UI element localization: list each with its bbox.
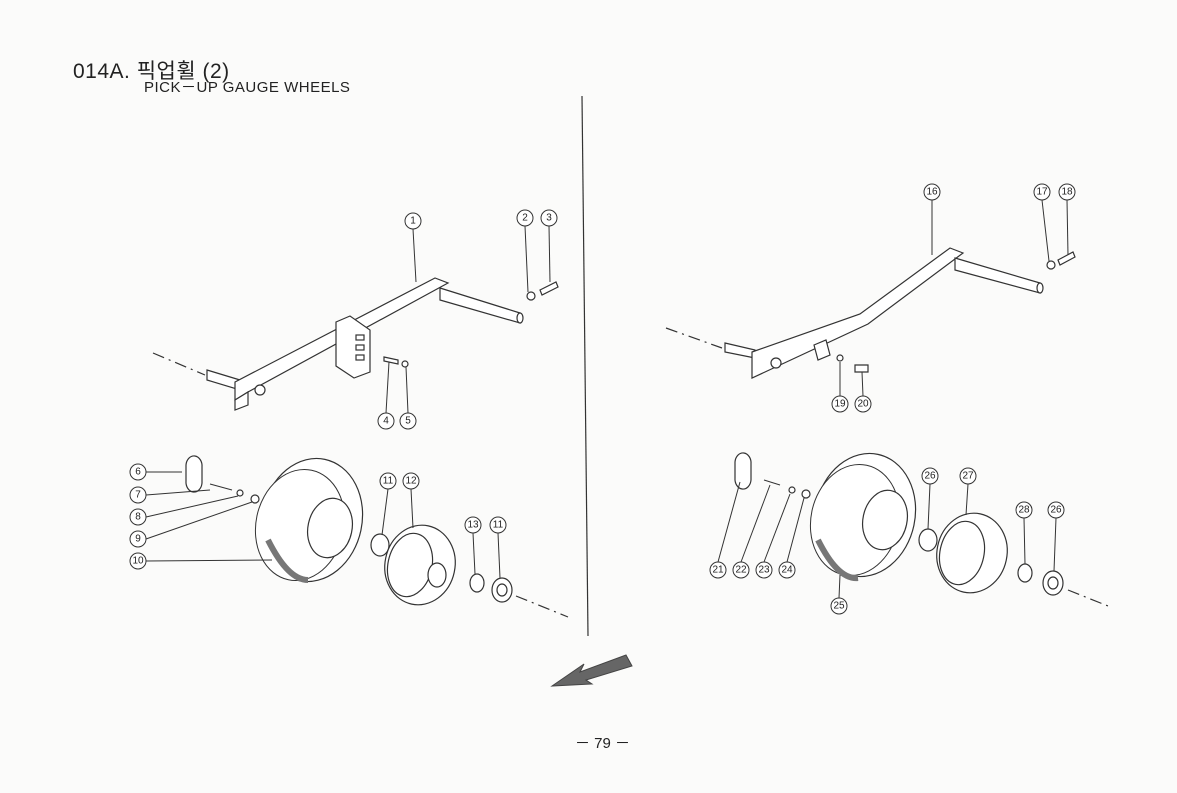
callout: 18 bbox=[1058, 183, 1076, 201]
wheel-left bbox=[185, 455, 569, 618]
callout: 27 bbox=[959, 467, 977, 485]
svg-text:11: 11 bbox=[493, 520, 504, 531]
svg-text:5: 5 bbox=[405, 416, 411, 427]
svg-text:1: 1 bbox=[410, 216, 416, 227]
svg-text:26: 26 bbox=[1050, 505, 1062, 516]
axle-right bbox=[665, 247, 1076, 379]
callout: 12 bbox=[402, 472, 420, 490]
svg-text:24: 24 bbox=[781, 565, 793, 576]
svg-text:11: 11 bbox=[383, 476, 394, 487]
leader-lines bbox=[145, 199, 1069, 599]
callout: 5 bbox=[399, 412, 417, 430]
callout: 9 bbox=[129, 530, 147, 548]
svg-text:28: 28 bbox=[1018, 505, 1030, 516]
callout: 17 bbox=[1033, 183, 1051, 201]
svg-text:18: 18 bbox=[1061, 187, 1073, 198]
callout: 1 bbox=[404, 212, 422, 230]
callout: 22 bbox=[732, 561, 750, 579]
divider-line bbox=[581, 95, 589, 637]
svg-text:10: 10 bbox=[132, 556, 144, 567]
svg-text:2: 2 bbox=[522, 213, 528, 224]
svg-text:22: 22 bbox=[735, 565, 747, 576]
callout: 11 bbox=[379, 472, 397, 490]
callout: 25 bbox=[830, 597, 848, 615]
callout: 20 bbox=[854, 395, 872, 413]
page-subtitle: PICK－UP GAUGE WHEELS bbox=[144, 79, 351, 96]
svg-text:13: 13 bbox=[467, 520, 479, 531]
svg-text:4: 4 bbox=[383, 416, 389, 427]
callout: 11 bbox=[489, 516, 507, 534]
callout: 3 bbox=[540, 209, 558, 227]
svg-text:19: 19 bbox=[834, 399, 846, 410]
svg-text:20: 20 bbox=[857, 399, 869, 410]
callout: 21 bbox=[709, 561, 727, 579]
callout: 24 bbox=[778, 561, 796, 579]
direction-arrow-icon bbox=[550, 654, 633, 687]
callout: 26 bbox=[921, 467, 939, 485]
callout: 13 bbox=[464, 516, 482, 534]
svg-text:3: 3 bbox=[546, 213, 552, 224]
svg-text:17: 17 bbox=[1036, 187, 1048, 198]
svg-text:8: 8 bbox=[135, 512, 141, 523]
svg-text:21: 21 bbox=[712, 565, 724, 576]
callout: 8 bbox=[129, 508, 147, 526]
svg-text:23: 23 bbox=[758, 565, 770, 576]
callout: 19 bbox=[831, 395, 849, 413]
svg-text:27: 27 bbox=[962, 471, 974, 482]
svg-text:6: 6 bbox=[135, 467, 141, 478]
axle-left bbox=[152, 277, 559, 411]
callout: 26 bbox=[1047, 501, 1065, 519]
svg-text:9: 9 bbox=[135, 534, 141, 545]
svg-text:26: 26 bbox=[924, 471, 936, 482]
svg-text:25: 25 bbox=[833, 601, 845, 612]
callout: 28 bbox=[1015, 501, 1033, 519]
wheel-right bbox=[734, 452, 1109, 607]
callout: 6 bbox=[129, 463, 147, 481]
callout: 23 bbox=[755, 561, 773, 579]
callout: 10 bbox=[129, 552, 147, 570]
callout: 16 bbox=[923, 183, 941, 201]
page-title: 014A. 픽업휠 (2) bbox=[73, 60, 230, 83]
callout: 4 bbox=[377, 412, 395, 430]
callout: 7 bbox=[129, 486, 147, 504]
svg-text:7: 7 bbox=[135, 490, 141, 501]
callout: 2 bbox=[516, 209, 534, 227]
svg-text:16: 16 bbox=[926, 187, 938, 198]
svg-text:12: 12 bbox=[405, 476, 417, 487]
page-number: － 79 － bbox=[575, 735, 631, 752]
